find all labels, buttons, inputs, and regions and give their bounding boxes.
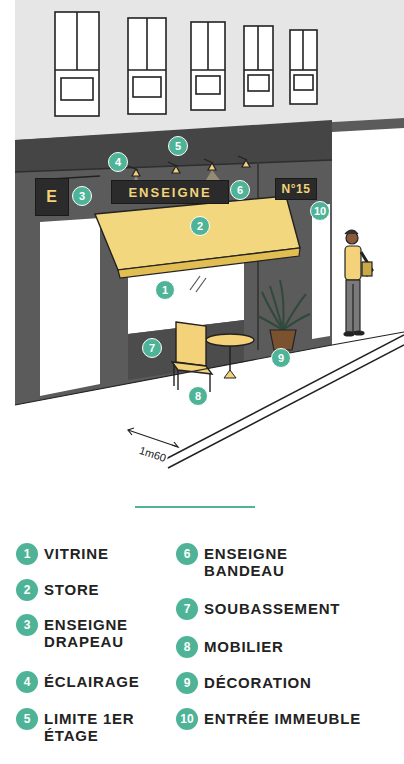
chair: [172, 322, 212, 392]
part-name: DÉCORATION: [204, 674, 384, 691]
part-name: ENSEIGNE BANDEAU: [204, 545, 309, 579]
sign-text: ENSEIGNE: [128, 185, 211, 200]
part-name: MOBILIER: [204, 638, 384, 655]
callout-number: 5: [168, 136, 188, 156]
part-name: SOUBASSEMENT: [204, 600, 384, 617]
callout-number: 10: [176, 708, 198, 730]
callout-number: 9: [271, 348, 291, 368]
callout-number: 3: [72, 186, 92, 206]
left-opening: [40, 218, 100, 396]
part-name: ENSEIGNE DRAPEAU: [44, 616, 154, 650]
callout-number: 4: [108, 152, 128, 172]
part-name: ENTRÉE IMMEUBLE: [204, 710, 394, 727]
lamps: [128, 156, 250, 176]
ground-floor-facade: [15, 118, 404, 405]
callout-number: 8: [176, 636, 198, 658]
sign-panel: E: [35, 178, 69, 216]
callout-number: 2: [16, 579, 38, 601]
callout-number: 4: [16, 671, 38, 693]
separator: [135, 506, 255, 508]
part-name: VITRINE: [44, 545, 169, 562]
callout-number: 9: [176, 672, 198, 694]
callout-number: 8: [188, 386, 208, 406]
upper-facade: [15, 0, 404, 140]
dimension-text: 1m60: [137, 444, 169, 465]
part-name: ÉCLAIRAGE: [44, 673, 169, 690]
callout-number: 2: [190, 216, 210, 236]
sign-text: E: [46, 188, 58, 206]
sign-panel: ENSEIGNE: [111, 180, 229, 204]
table: [206, 334, 254, 378]
first-floor-limit-band: [15, 120, 332, 172]
callout-number: 7: [142, 338, 162, 358]
dimension-line: [128, 428, 178, 447]
callout-number: 1: [16, 543, 38, 565]
part-name: LIMITE 1ER ÉTAGE: [44, 710, 154, 744]
callout-number: 7: [176, 598, 198, 620]
callout-number: 3: [16, 614, 38, 636]
callout-number: 5: [16, 708, 38, 730]
windows: [55, 12, 317, 116]
sign-panel: N°15: [275, 178, 317, 200]
sign-text: N°15: [282, 182, 311, 196]
plant: [258, 280, 310, 350]
part-name: STORE: [44, 581, 169, 598]
building-entrance: [312, 204, 330, 339]
callout-number: 6: [176, 543, 198, 565]
callout-number: 6: [230, 180, 250, 200]
curb: [160, 335, 404, 462]
pedestrian: [344, 230, 372, 336]
callout-number: 1: [155, 280, 175, 300]
callout-number: 10: [310, 201, 330, 221]
